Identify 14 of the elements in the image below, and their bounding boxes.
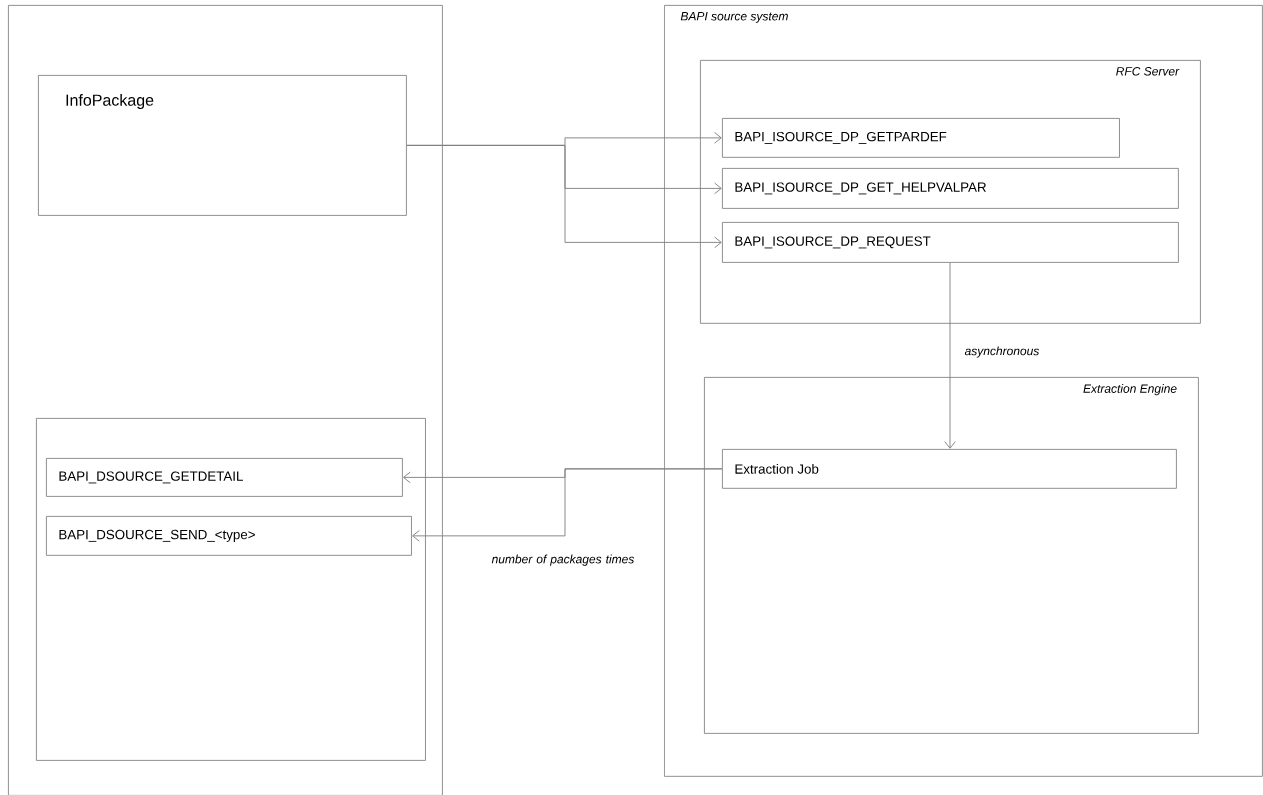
arrow — [406, 144, 722, 249]
edge-label: asynchronous — [963, 345, 1041, 359]
function-box: BAPI_ISOURCE_DP_REQUEST — [722, 222, 1179, 263]
process-box: InfoPackage — [38, 75, 407, 216]
container-box — [8, 5, 443, 795]
arrow — [412, 468, 723, 542]
function-box: BAPI_DSOURCE_GETDETAIL — [46, 458, 403, 497]
edge-label: number of packages times — [491, 554, 635, 566]
function-box: BAPI_ISOURCE_DP_GETPARDEF — [722, 118, 1120, 158]
function-box: Extraction Job — [722, 449, 1177, 489]
arrow — [944, 262, 956, 449]
function-box: BAPI_ISOURCE_DP_GET_HELPVALPAR — [722, 168, 1179, 209]
function-box: BAPI_DSOURCE_SEND_<type> — [46, 516, 412, 556]
container-box — [36, 418, 426, 761]
